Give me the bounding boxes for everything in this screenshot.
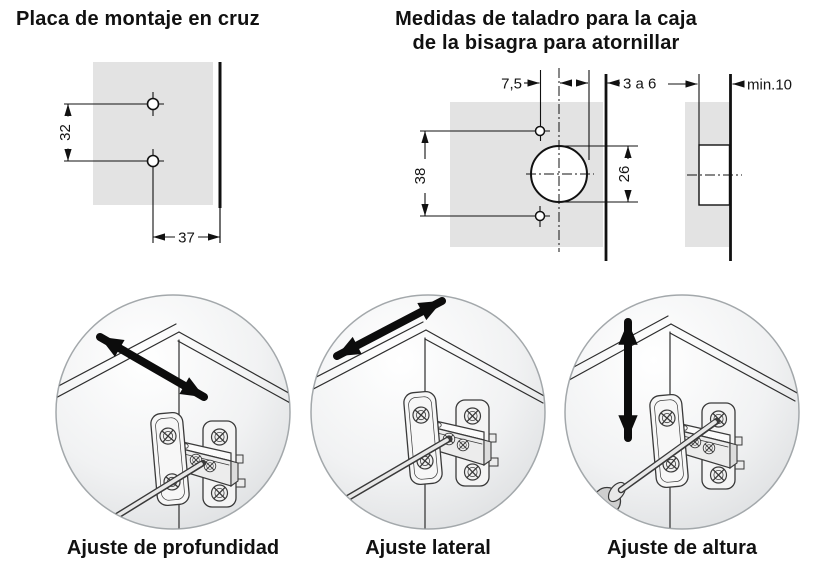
lateral-adjustment-illustration bbox=[310, 294, 546, 530]
drill-title-line1: Medidas de taladro para la caja bbox=[395, 8, 697, 30]
caption-lateral-adjustment: Ajuste lateral bbox=[365, 537, 491, 559]
screw-hole-bottom bbox=[534, 210, 546, 222]
lateral-adjust-arrow bbox=[333, 297, 446, 360]
drill-diagram-title: Medidas de taladro para la caja de la bi… bbox=[368, 7, 724, 55]
dim-label-32: 32 bbox=[57, 124, 74, 141]
screw-hole-top bbox=[146, 97, 160, 111]
height-adjustment-illustration bbox=[564, 294, 800, 530]
dim-label-7-5: 7,5 bbox=[501, 75, 522, 92]
cross-plate-diagram: 32 37 bbox=[57, 62, 222, 246]
depth-adjust-arrow bbox=[96, 333, 208, 401]
caption-depth-adjustment: Ajuste de profundidad bbox=[66, 537, 280, 559]
depth-adjustment-illustration bbox=[55, 294, 291, 530]
dim-label-37: 37 bbox=[178, 229, 195, 246]
screw-hole-top bbox=[534, 125, 546, 137]
dim-label-26: 26 bbox=[616, 166, 633, 183]
drill-dimensions-diagram: 7,5 3 a 6 38 26 bbox=[412, 68, 656, 261]
screwdriver bbox=[108, 459, 207, 523]
dim-label-38: 38 bbox=[412, 168, 429, 185]
dim-label-min10: min.10 bbox=[747, 76, 792, 93]
left-diagram-title: Placa de montaje en cruz bbox=[16, 8, 260, 30]
side-view-diagram: min.10 bbox=[668, 74, 792, 261]
drill-title-line2: de la bisagra para atornillar bbox=[412, 32, 680, 54]
caption-height-adjustment: Ajuste de altura bbox=[606, 537, 758, 559]
screw-hole-bottom bbox=[146, 154, 160, 168]
dim-label-3a6: 3 a 6 bbox=[623, 75, 656, 92]
